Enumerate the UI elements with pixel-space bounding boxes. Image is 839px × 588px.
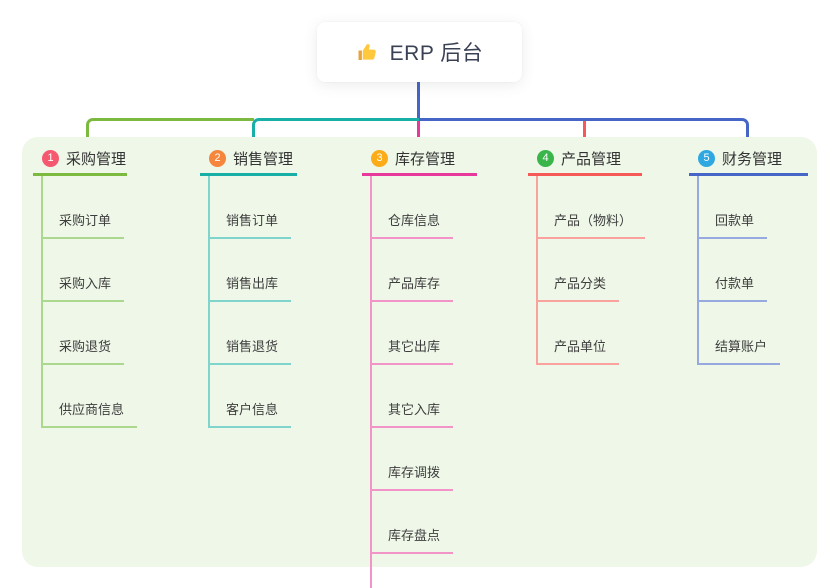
branch-product: 4 产品管理 产品（物料） 产品分类产品单位 (528, 144, 646, 365)
child-node[interactable]: 回款单 (699, 176, 768, 239)
child-node-label: 付款单 (715, 276, 755, 291)
child-node[interactable]: 其它出库 (372, 302, 454, 365)
branch-finance: 5 财务管理 回款单付款单结算账户 (689, 144, 808, 365)
child-node[interactable]: 销售订单 (210, 176, 292, 239)
child-node-label: 回款单 (715, 213, 755, 228)
branch-heading-finance[interactable]: 5 财务管理 (689, 144, 808, 176)
badge-2: 2 (209, 150, 226, 167)
branch-heading-inventory[interactable]: 3 库存管理 (362, 144, 477, 176)
child-node-label: 其它入库 (388, 402, 441, 417)
badge-5: 5 (698, 150, 715, 167)
child-node[interactable]: 采购入库 (43, 239, 125, 302)
child-node[interactable]: 产品分类 (538, 239, 620, 302)
child-node[interactable]: 产品（物料） (538, 176, 646, 239)
child-node[interactable]: 采购退货 (43, 302, 125, 365)
badge-4: 4 (537, 150, 554, 167)
root-node-label: ERP 后台 (389, 42, 484, 65)
branch-label: 产品管理 (561, 151, 622, 168)
child-node[interactable]: 结算账户 (699, 302, 781, 365)
child-node[interactable]: 其它入库 (372, 365, 454, 428)
child-node-label: 采购退货 (59, 339, 112, 354)
branch-purchase: 1 采购管理 采购订单采购入库采购退货供应商信息 (33, 144, 138, 428)
child-node[interactable]: 销售出库 (210, 239, 292, 302)
child-node-label: 仓库信息 (388, 213, 441, 228)
branch-children: 采购订单采购入库采购退货供应商信息 (41, 176, 138, 428)
branch-heading-product[interactable]: 4 产品管理 (528, 144, 642, 176)
branch-children: 产品（物料） 产品分类产品单位 (536, 176, 646, 365)
connector-trunk (417, 82, 420, 118)
branch-label: 采购管理 (66, 151, 127, 168)
branch-children: 回款单付款单结算账户 (697, 176, 781, 365)
badge-1: 1 (42, 150, 59, 167)
branch-inventory: 3 库存管理 仓库信息产品库存其它出库其它入库库存调拨库存盘点出库库明细 (362, 144, 477, 588)
branch-sales: 2 销售管理 销售订单销售出库销售退货客户信息 (200, 144, 297, 428)
branch-children: 销售订单销售出库销售退货客户信息 (208, 176, 292, 428)
branch-label: 库存管理 (395, 151, 456, 168)
child-node[interactable]: 库存盘点 (372, 491, 454, 554)
branch-heading-purchase[interactable]: 1 采购管理 (33, 144, 127, 176)
child-node[interactable]: 产品单位 (538, 302, 620, 365)
child-node[interactable]: 仓库信息 (372, 176, 454, 239)
child-node-label: 销售出库 (226, 276, 279, 291)
child-node-label: 产品单位 (554, 339, 607, 354)
child-node[interactable]: 供应商信息 (43, 365, 138, 428)
child-node-label: 销售订单 (226, 213, 279, 228)
branch-heading-sales[interactable]: 2 销售管理 (200, 144, 297, 176)
child-node[interactable]: 采购订单 (43, 176, 125, 239)
branch-children: 仓库信息产品库存其它出库其它入库库存调拨库存盘点出库库明细 (370, 176, 466, 588)
child-node-label: 销售退货 (226, 339, 279, 354)
child-node-label: 库存调拨 (388, 465, 441, 480)
child-node[interactable]: 客户信息 (210, 365, 292, 428)
child-node-label: 采购入库 (59, 276, 112, 291)
child-node-label: 产品库存 (388, 276, 441, 291)
child-node-label: 供应商信息 (59, 402, 125, 417)
child-node[interactable]: 出库库明细 (372, 554, 466, 588)
root-node[interactable]: ERP 后台 (317, 22, 522, 82)
child-node-label: 客户信息 (226, 402, 279, 417)
child-node[interactable]: 销售退货 (210, 302, 292, 365)
child-node[interactable]: 产品库存 (372, 239, 454, 302)
child-node-label: 其它出库 (388, 339, 441, 354)
thumbs-up-icon (356, 40, 380, 64)
branches-panel (22, 137, 817, 567)
child-node[interactable]: 付款单 (699, 239, 768, 302)
child-node-label: 库存盘点 (388, 528, 441, 543)
badge-3: 3 (371, 150, 388, 167)
child-node-label: 产品（物料） (554, 213, 633, 228)
child-node[interactable]: 库存调拨 (372, 428, 454, 491)
branch-label: 销售管理 (233, 151, 294, 168)
child-node-label: 采购订单 (59, 213, 112, 228)
child-node-label: 结算账户 (715, 339, 768, 354)
branch-label: 财务管理 (722, 151, 783, 168)
child-node-label: 产品分类 (554, 276, 607, 291)
